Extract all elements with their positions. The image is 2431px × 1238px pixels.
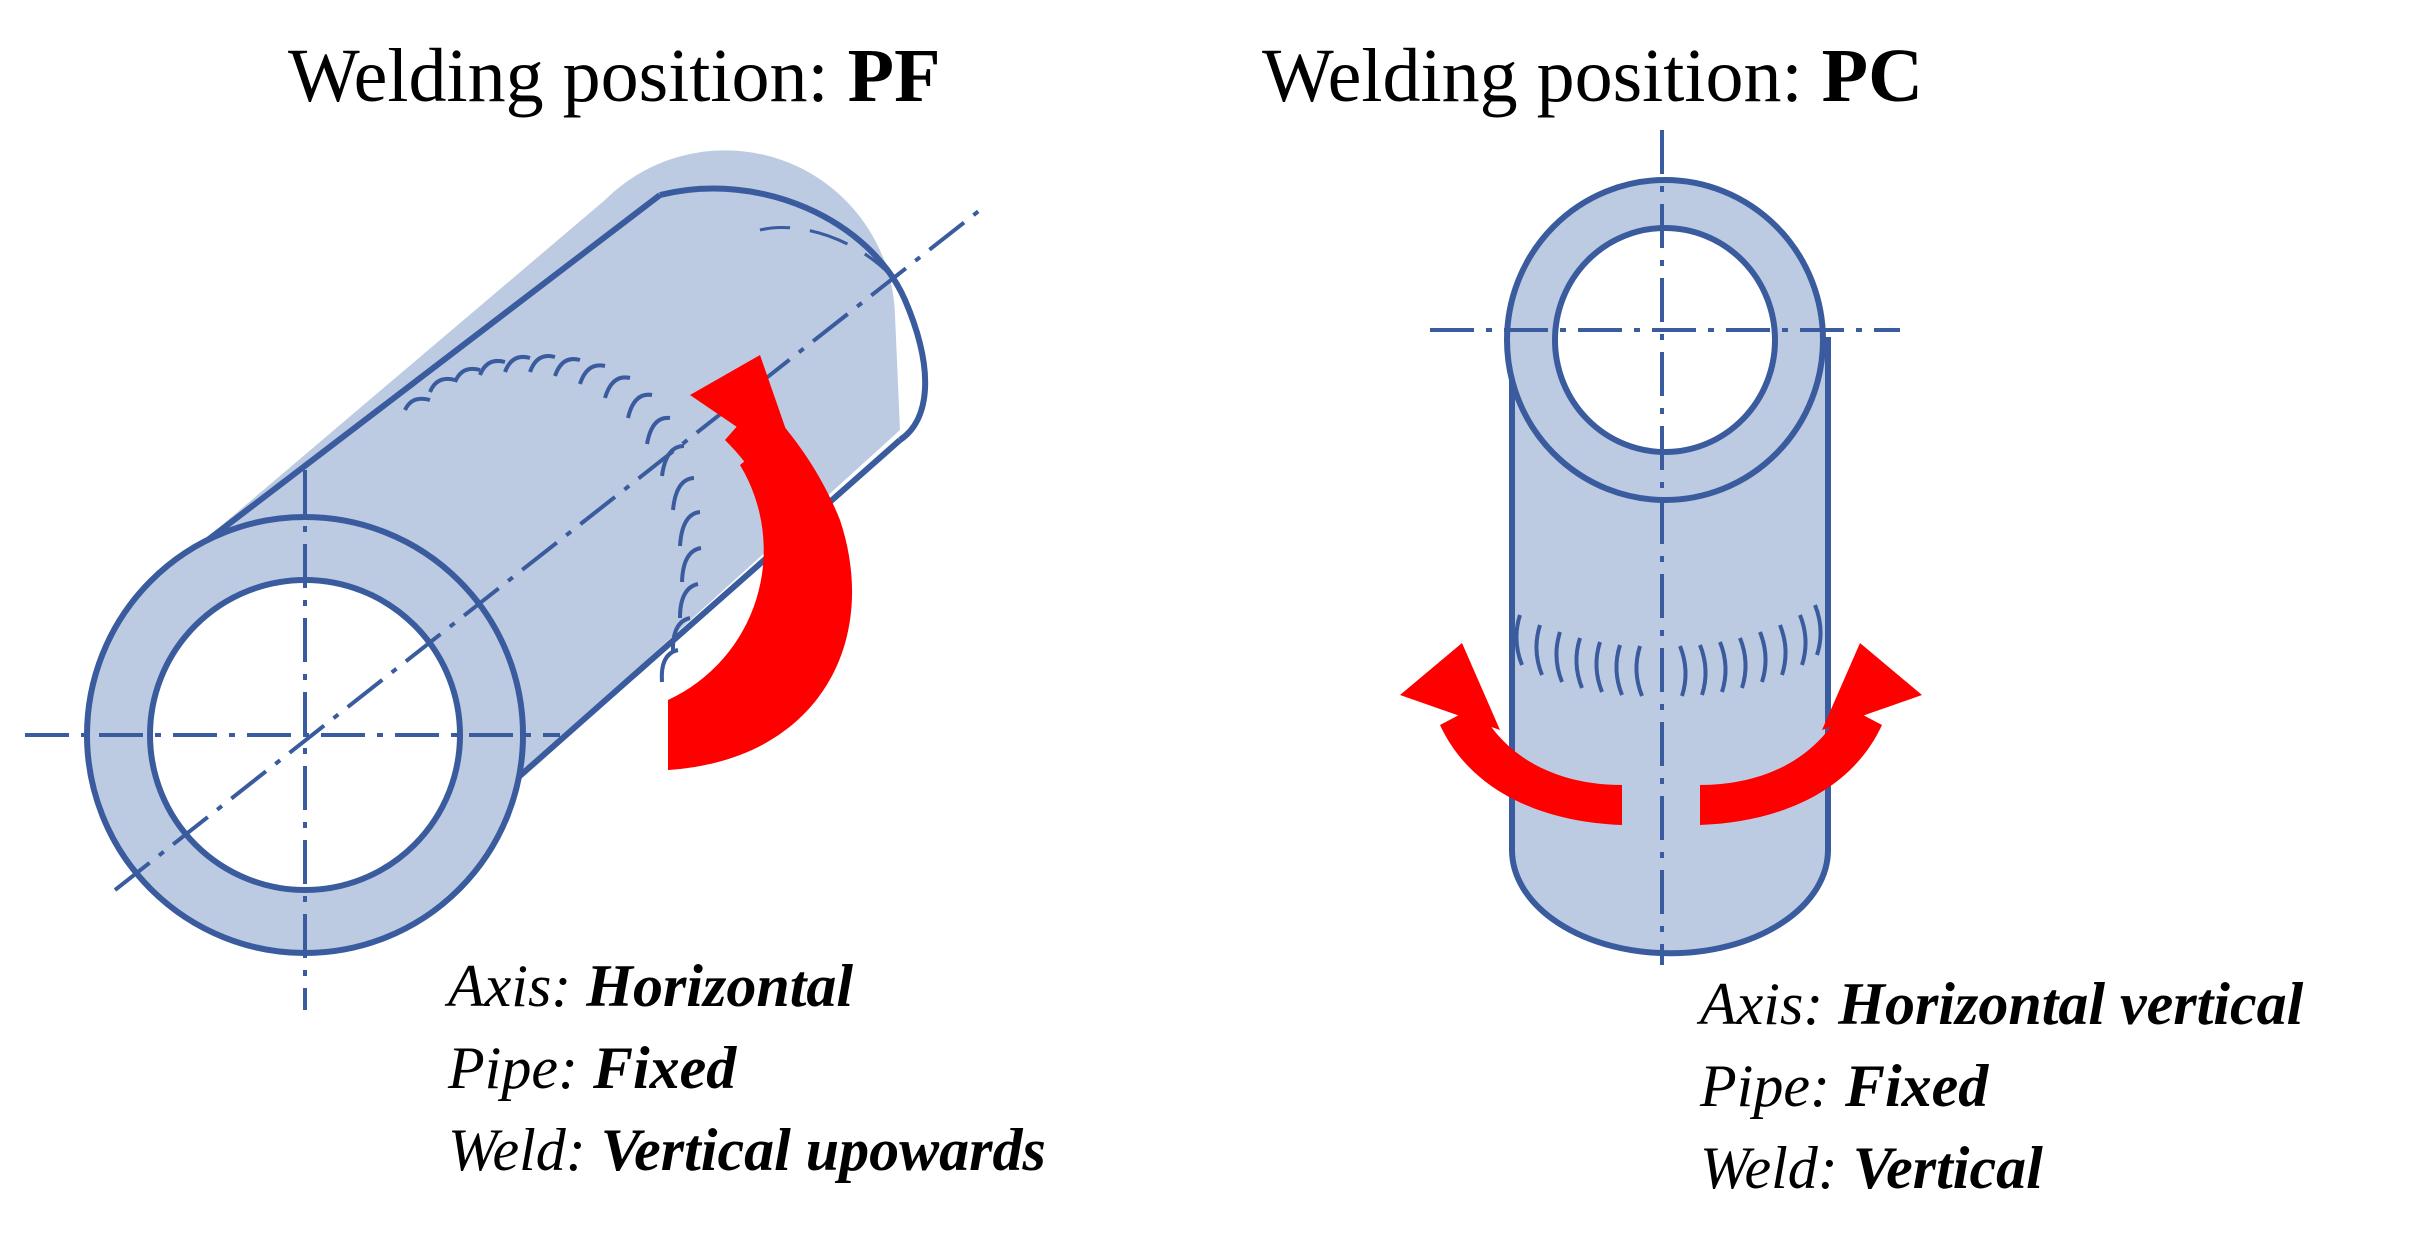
- pc-title-prefix: Welding position:: [1262, 34, 1822, 118]
- pc-axis-row: Axis: Horizontal vertical: [1700, 971, 2304, 1037]
- pc-rotation-arrow-right: [1700, 643, 1922, 825]
- pf-axis-row: Axis: Horizontal: [448, 953, 854, 1019]
- pc-info: Axis: Horizontal vertical Pipe: Fixed We…: [1700, 963, 2303, 1209]
- pf-pipe-top-edge: [173, 192, 662, 568]
- pf-pipe-far-end-arc: [759, 225, 897, 281]
- pf-info: Axis: Horizontal Pipe: Fixed Weld: Verti…: [448, 945, 1046, 1191]
- pc-pipe: [1504, 177, 1831, 957]
- pc-weld-row: Weld: Vertical: [1700, 1135, 2043, 1201]
- pc-weld-bead: [1514, 604, 1823, 697]
- pf-title: Welding position: PF: [288, 38, 941, 114]
- pf-title-prefix: Welding position:: [288, 34, 848, 118]
- pf-center-lines: [25, 208, 982, 1010]
- pc-rotation-arrow-left: [1400, 643, 1622, 825]
- pf-weld-row: Weld: Vertical upowards: [448, 1117, 1046, 1183]
- pc-center-lines: [1430, 130, 1900, 965]
- pc-title-code: PC: [1821, 34, 1923, 118]
- pc-title: Welding position: PC: [1262, 38, 1923, 114]
- pf-rotation-arrow: [668, 355, 853, 770]
- pf-pipe-far-end: [659, 185, 929, 443]
- pc-pipe-row: Pipe: Fixed: [1700, 1053, 1989, 1119]
- pf-pipe-row: Pipe: Fixed: [448, 1035, 737, 1101]
- pc-pipe-top-bore: [1552, 225, 1778, 455]
- pf-weld-bead: [403, 354, 702, 683]
- pf-title-code: PF: [847, 34, 941, 118]
